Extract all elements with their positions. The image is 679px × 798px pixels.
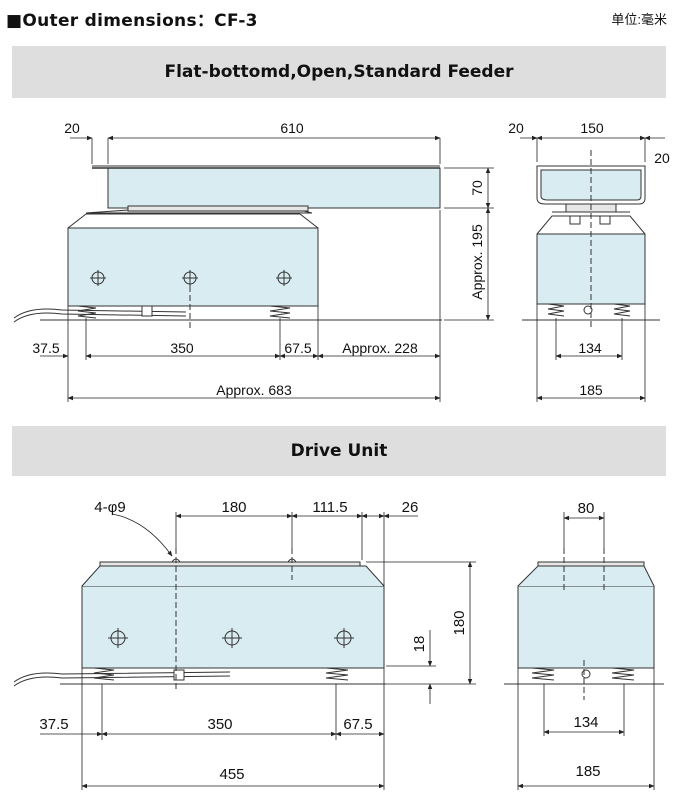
feeder-side-view: [522, 150, 660, 330]
unit-label: 单位:毫米: [611, 12, 667, 27]
dim-drive-height: 180: [451, 610, 468, 635]
drive-front-dimensions: [40, 512, 476, 790]
dim-drive-side-hole-pitch: 80: [578, 500, 595, 517]
feeder-drive-body: [67, 227, 319, 307]
dim-feeder-top-offset: 20: [64, 120, 80, 136]
dim-drive-right: 67.5: [343, 716, 372, 733]
drive-side-spring-left: [531, 667, 555, 681]
dim-feeder-height: Approx. 195: [469, 224, 485, 300]
dim-feeder-left: 37.5: [32, 340, 59, 356]
feeder-hole-3: [276, 270, 292, 286]
feeder-side-dimensions: [520, 135, 665, 402]
drive-side-spring-right: [611, 667, 635, 681]
drive-body: [81, 585, 385, 669]
dim-feeder-side-left: 20: [508, 120, 524, 136]
dim-feeder-side-spring-pitch: 134: [578, 340, 602, 356]
feeder-side-spring-right: [613, 303, 631, 317]
feeder-cable: [13, 308, 187, 319]
drive-side-view: [504, 548, 664, 700]
drive-spring-right: [325, 667, 349, 681]
dim-feeder-side-right: 20: [654, 150, 670, 166]
dim-feeder-side-width: 150: [580, 120, 604, 136]
dim-drive-side-spring-pitch: 134: [573, 714, 598, 731]
drive-hole-3: [334, 628, 354, 648]
dim-drive-spring-height: 18: [411, 636, 428, 653]
feeder-hole-1: [90, 270, 106, 286]
dim-drive-left: 37.5: [39, 716, 68, 733]
drive-section-header: Drive Unit: [12, 426, 666, 476]
drive-side-top-plate: [537, 561, 645, 567]
feeder-section-header: Flat-bottomd,Open,Standard Feeder: [12, 46, 666, 98]
feeder-spring-right: [269, 305, 291, 319]
dim-feeder-right: 67.5: [284, 340, 311, 356]
drive-side-dimensions: [517, 512, 655, 790]
dim-feeder-bowl-height: 70: [469, 180, 485, 196]
dim-feeder-total: Approx. 683: [216, 382, 292, 398]
drive-top-plate: [99, 561, 361, 567]
feeder-spring-left: [77, 305, 97, 319]
drive-hole-2: [222, 628, 242, 648]
drive-section-title: Drive Unit: [290, 441, 388, 461]
dim-drive-side-total: 185: [575, 763, 600, 780]
feeder-bowl: [107, 167, 441, 209]
dim-feeder-spring-pitch: 350: [170, 340, 194, 356]
feeder-front-view: [13, 165, 442, 330]
dim-drive-total: 455: [219, 766, 244, 783]
feeder-section-title: Flat-bottomd,Open,Standard Feeder: [164, 62, 514, 82]
drive-hole-1: [108, 628, 128, 648]
dim-feeder-overhang: Approx. 228: [342, 340, 418, 356]
dim-drive-hole-pitch: 180: [221, 499, 246, 516]
feeder-side-spring-left: [547, 303, 565, 317]
page-title: ■Outer dimensions：CF-3: [6, 11, 258, 31]
dim-feeder-side-total: 185: [579, 382, 603, 398]
drive-front-view: [13, 548, 386, 690]
drive-side-body: [517, 585, 655, 669]
dim-feeder-length: 610: [280, 120, 304, 136]
label-drive-holes: 4-φ9: [94, 499, 125, 516]
feeder-hole-2: [182, 270, 198, 286]
dim-drive-edge: 26: [402, 499, 419, 516]
dim-drive-spring-pitch: 350: [207, 716, 232, 733]
feeder-front-dimensions: [40, 135, 494, 402]
dim-drive-hole-to-edge: 111.5: [312, 499, 347, 516]
